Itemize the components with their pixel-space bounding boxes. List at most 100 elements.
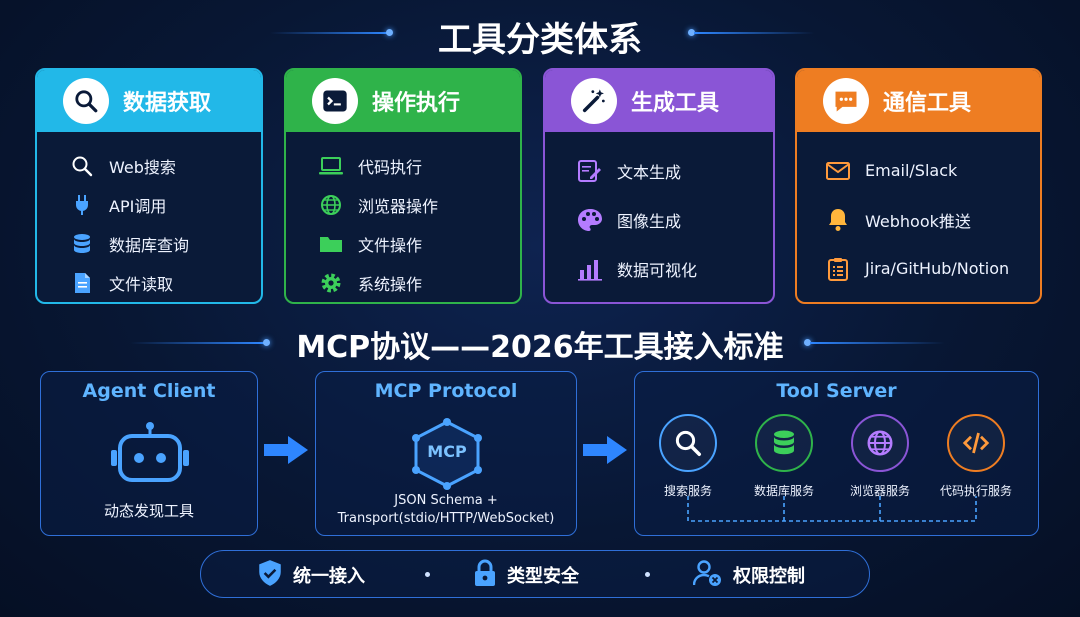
item-label: 文件读取 [109,274,174,294]
title-line-right [694,32,814,34]
feature-permission-control: 权限控制 [692,551,805,599]
list-item: 文件读取 [67,263,261,302]
list-item: Webhook推送 [823,195,1040,244]
arrow-right-icon [264,436,308,464]
features-bar: 统一接入 类型安全 权限控制 [200,550,870,598]
user-gear-icon [692,559,723,591]
section-title: MCP协议——2026年工具接入标准 [296,330,784,365]
client-caption: 动态发现工具 [103,502,194,520]
card-header: 数据获取 [37,70,261,132]
magic-wand-icon [571,78,617,124]
item-label: 数据库查询 [109,235,190,255]
shield-icon [257,559,283,591]
item-label: 文本生成 [617,162,682,182]
service-connectors [687,496,977,522]
arrow-right-icon [583,436,627,464]
box-title: Tool Server [776,380,897,402]
item-label: Jira/GitHub/Notion [865,259,1010,278]
list-item: 数据可视化 [575,244,773,293]
box-title: Agent Client [82,380,216,402]
document-icon [67,268,97,298]
list-item: 代码执行 [316,146,520,185]
lock-icon [473,559,497,591]
separator-dot [425,572,430,577]
item-label: Web搜索 [109,157,176,177]
clipboard-icon [823,254,853,284]
item-label: 浏览器操作 [358,196,439,216]
protocol-caption-line1: JSON Schema + [394,493,498,508]
laptop-icon [316,151,346,181]
search-icon [659,414,717,472]
list-item: Web搜索 [67,146,261,185]
title-dot-right [688,29,695,36]
folder-icon [316,229,346,259]
list-item: Email/Slack [823,146,1040,195]
service-label: 搜索服务 [663,484,712,498]
card-title: 数据获取 [123,91,212,116]
card-header: 操作执行 [286,70,520,132]
protocol-caption-line2: Transport(stdio/HTTP/WebSocket) [337,511,555,526]
mail-icon [823,156,853,186]
category-card-communication: 通信工具 Email/Slack Webhook推送 Jira/GitHub/N… [795,68,1042,304]
feature-label: 统一接入 [293,566,365,587]
item-label: 文件操作 [358,235,423,255]
card-title: 生成工具 [631,91,720,116]
robot-icon [107,422,193,496]
feature-label: 权限控制 [733,566,805,587]
list-item: 浏览器操作 [316,185,520,224]
box-title: MCP Protocol [374,380,518,402]
card-header: 生成工具 [545,70,773,132]
terminal-icon [312,78,358,124]
title-dot-left [386,29,393,36]
list-item: API调用 [67,185,261,224]
list-item: 文件操作 [316,224,520,263]
list-item: 数据库查询 [67,224,261,263]
mcp-protocol-box: MCP Protocol MCP JSON Schema + Transport… [315,371,577,536]
globe-icon [851,414,909,472]
database-icon [67,229,97,259]
edit-icon [575,156,605,186]
bar-chart-icon [575,254,605,284]
section-line-left [130,342,265,344]
mcp-badge: MCP [427,442,467,461]
bell-icon [823,205,853,235]
list-item: 系统操作 [316,263,520,302]
section-dot-left [263,339,270,346]
item-label: Webhook推送 [865,211,971,231]
service-label: 代码执行服务 [939,484,1012,498]
page-title: 工具分类体系 [438,20,642,60]
feature-unified-access: 统一接入 [257,551,365,599]
chat-icon [823,78,869,124]
service-database: 数据库服务 [729,414,839,499]
category-card-generation: 生成工具 文本生成 图像生成 数据可视化 [543,68,775,304]
card-title: 通信工具 [883,91,972,116]
tool-server-box: Tool Server 搜索服务 数据库服务 浏览器服务 代码执行服务 [634,371,1039,536]
section-dot-right [804,339,811,346]
mcp-hexagon-icon [412,418,482,490]
globe-icon [316,190,346,220]
service-browser: 浏览器服务 [825,414,935,499]
service-code: 代码执行服务 [921,414,1031,499]
item-label: 图像生成 [617,211,682,231]
list-item: Jira/GitHub/Notion [823,244,1040,293]
separator-dot [645,572,650,577]
card-header: 通信工具 [797,70,1040,132]
gear-icon [316,268,346,298]
category-card-data: 数据获取 Web搜索 API调用 数据库查询 文件读取 [35,68,263,304]
search-icon [67,151,97,181]
section-line-right [810,342,945,344]
item-label: API调用 [109,196,167,216]
item-label: 系统操作 [358,274,423,294]
service-label: 数据库服务 [753,484,814,498]
item-label: 数据可视化 [617,260,698,280]
card-title: 操作执行 [372,91,461,116]
list-item: 图像生成 [575,195,773,244]
service-label: 浏览器服务 [849,484,910,498]
palette-icon [575,205,605,235]
agent-client-box: Agent Client 动态发现工具 [40,371,258,536]
protocol-caption: JSON Schema + Transport(stdio/HTTP/WebSo… [316,492,576,528]
database-icon [755,414,813,472]
category-card-operation: 操作执行 代码执行 浏览器操作 文件操作 系统操作 [284,68,522,304]
feature-label: 类型安全 [507,566,579,587]
title-line-left [270,32,390,34]
